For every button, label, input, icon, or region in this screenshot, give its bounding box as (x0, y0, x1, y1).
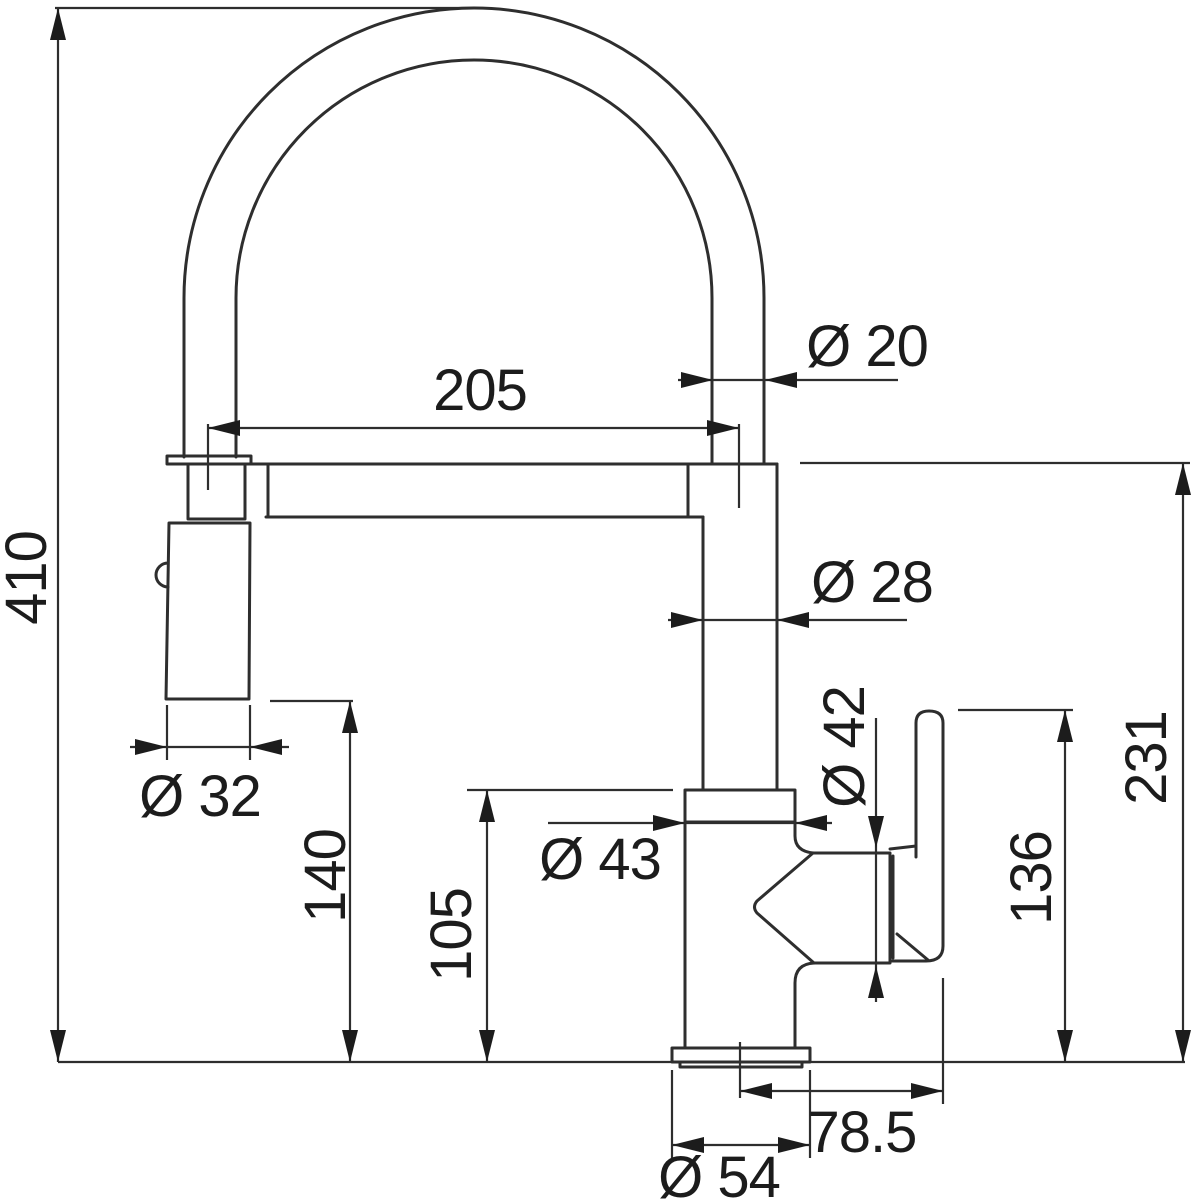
spout-inner-arc (234, 58, 714, 466)
arrow-43-left (653, 815, 685, 831)
dim-label-column-od: Ø 28 (811, 550, 933, 615)
dim-label-overall-height: 410 (0, 531, 59, 625)
handle-base (888, 844, 945, 963)
spray-head (164, 521, 252, 701)
arrow-54-left (672, 1137, 704, 1153)
arrow-42-top (868, 816, 884, 848)
spray-head-button (154, 561, 170, 589)
arrow-54-right (778, 1137, 810, 1153)
dim-label-base-od: Ø 54 (658, 1145, 780, 1200)
faucet-outline (154, 6, 945, 1069)
arrow-32-left (135, 739, 167, 755)
dim-label-hose-od: Ø 20 (806, 314, 928, 379)
arrow-140-top (342, 701, 358, 733)
dim-label-handle-top-height: 136 (999, 831, 1064, 925)
arrow-205-right (707, 420, 739, 436)
arrow-140-bottom (342, 1030, 358, 1062)
dim-label-spray-head-od: Ø 32 (139, 764, 261, 829)
arrow-785-left (740, 1083, 772, 1099)
holder-body (186, 462, 247, 521)
arrow-410-bottom (50, 1030, 66, 1062)
valve-cartridge (753, 851, 892, 965)
arrow-20-left (681, 372, 713, 388)
arrow-42-bottom (868, 966, 884, 998)
dim-label-spray-head-clearance: 140 (293, 829, 358, 923)
body-collar (683, 788, 797, 824)
handle-lever (914, 709, 945, 860)
arrow-43-right (795, 815, 827, 831)
dim-label-valve-od: Ø 42 (812, 686, 877, 808)
arrow-205-left (208, 420, 240, 436)
arrow-28-right (777, 612, 809, 628)
arrow-105-bottom (479, 1030, 495, 1062)
arrow-231-top (1175, 463, 1191, 495)
dim-label-spout-outlet-height: 231 (1114, 711, 1179, 805)
body-right-lower (793, 961, 816, 1050)
dim-label-body-od: Ø 43 (539, 827, 661, 892)
arrow-231-bottom (1175, 1030, 1191, 1062)
body-right-upper (793, 820, 815, 855)
arrow-410-top (50, 8, 66, 40)
dim-label-body-height: 105 (419, 888, 484, 982)
arrow-136-bottom (1057, 1030, 1073, 1062)
arrow-785-right (911, 1083, 943, 1099)
arrow-20-right (765, 372, 797, 388)
dim-label-handle-offset: 78.5 (808, 1100, 917, 1165)
dim-label-spout-span: 205 (433, 358, 527, 423)
arrow-28-left (671, 612, 703, 628)
arrow-32-right (250, 739, 282, 755)
handle-base-diagonal-seam (895, 932, 930, 962)
dimension-lines (55, 6, 1190, 1158)
arrow-105-top (479, 790, 495, 822)
dimension-arrowheads (50, 8, 1191, 1153)
arrow-136-top (1057, 710, 1073, 742)
dimension-labels: 410 205 Ø 20 Ø 28 Ø 32 140 105 Ø 43 Ø 42… (0, 314, 1179, 1200)
